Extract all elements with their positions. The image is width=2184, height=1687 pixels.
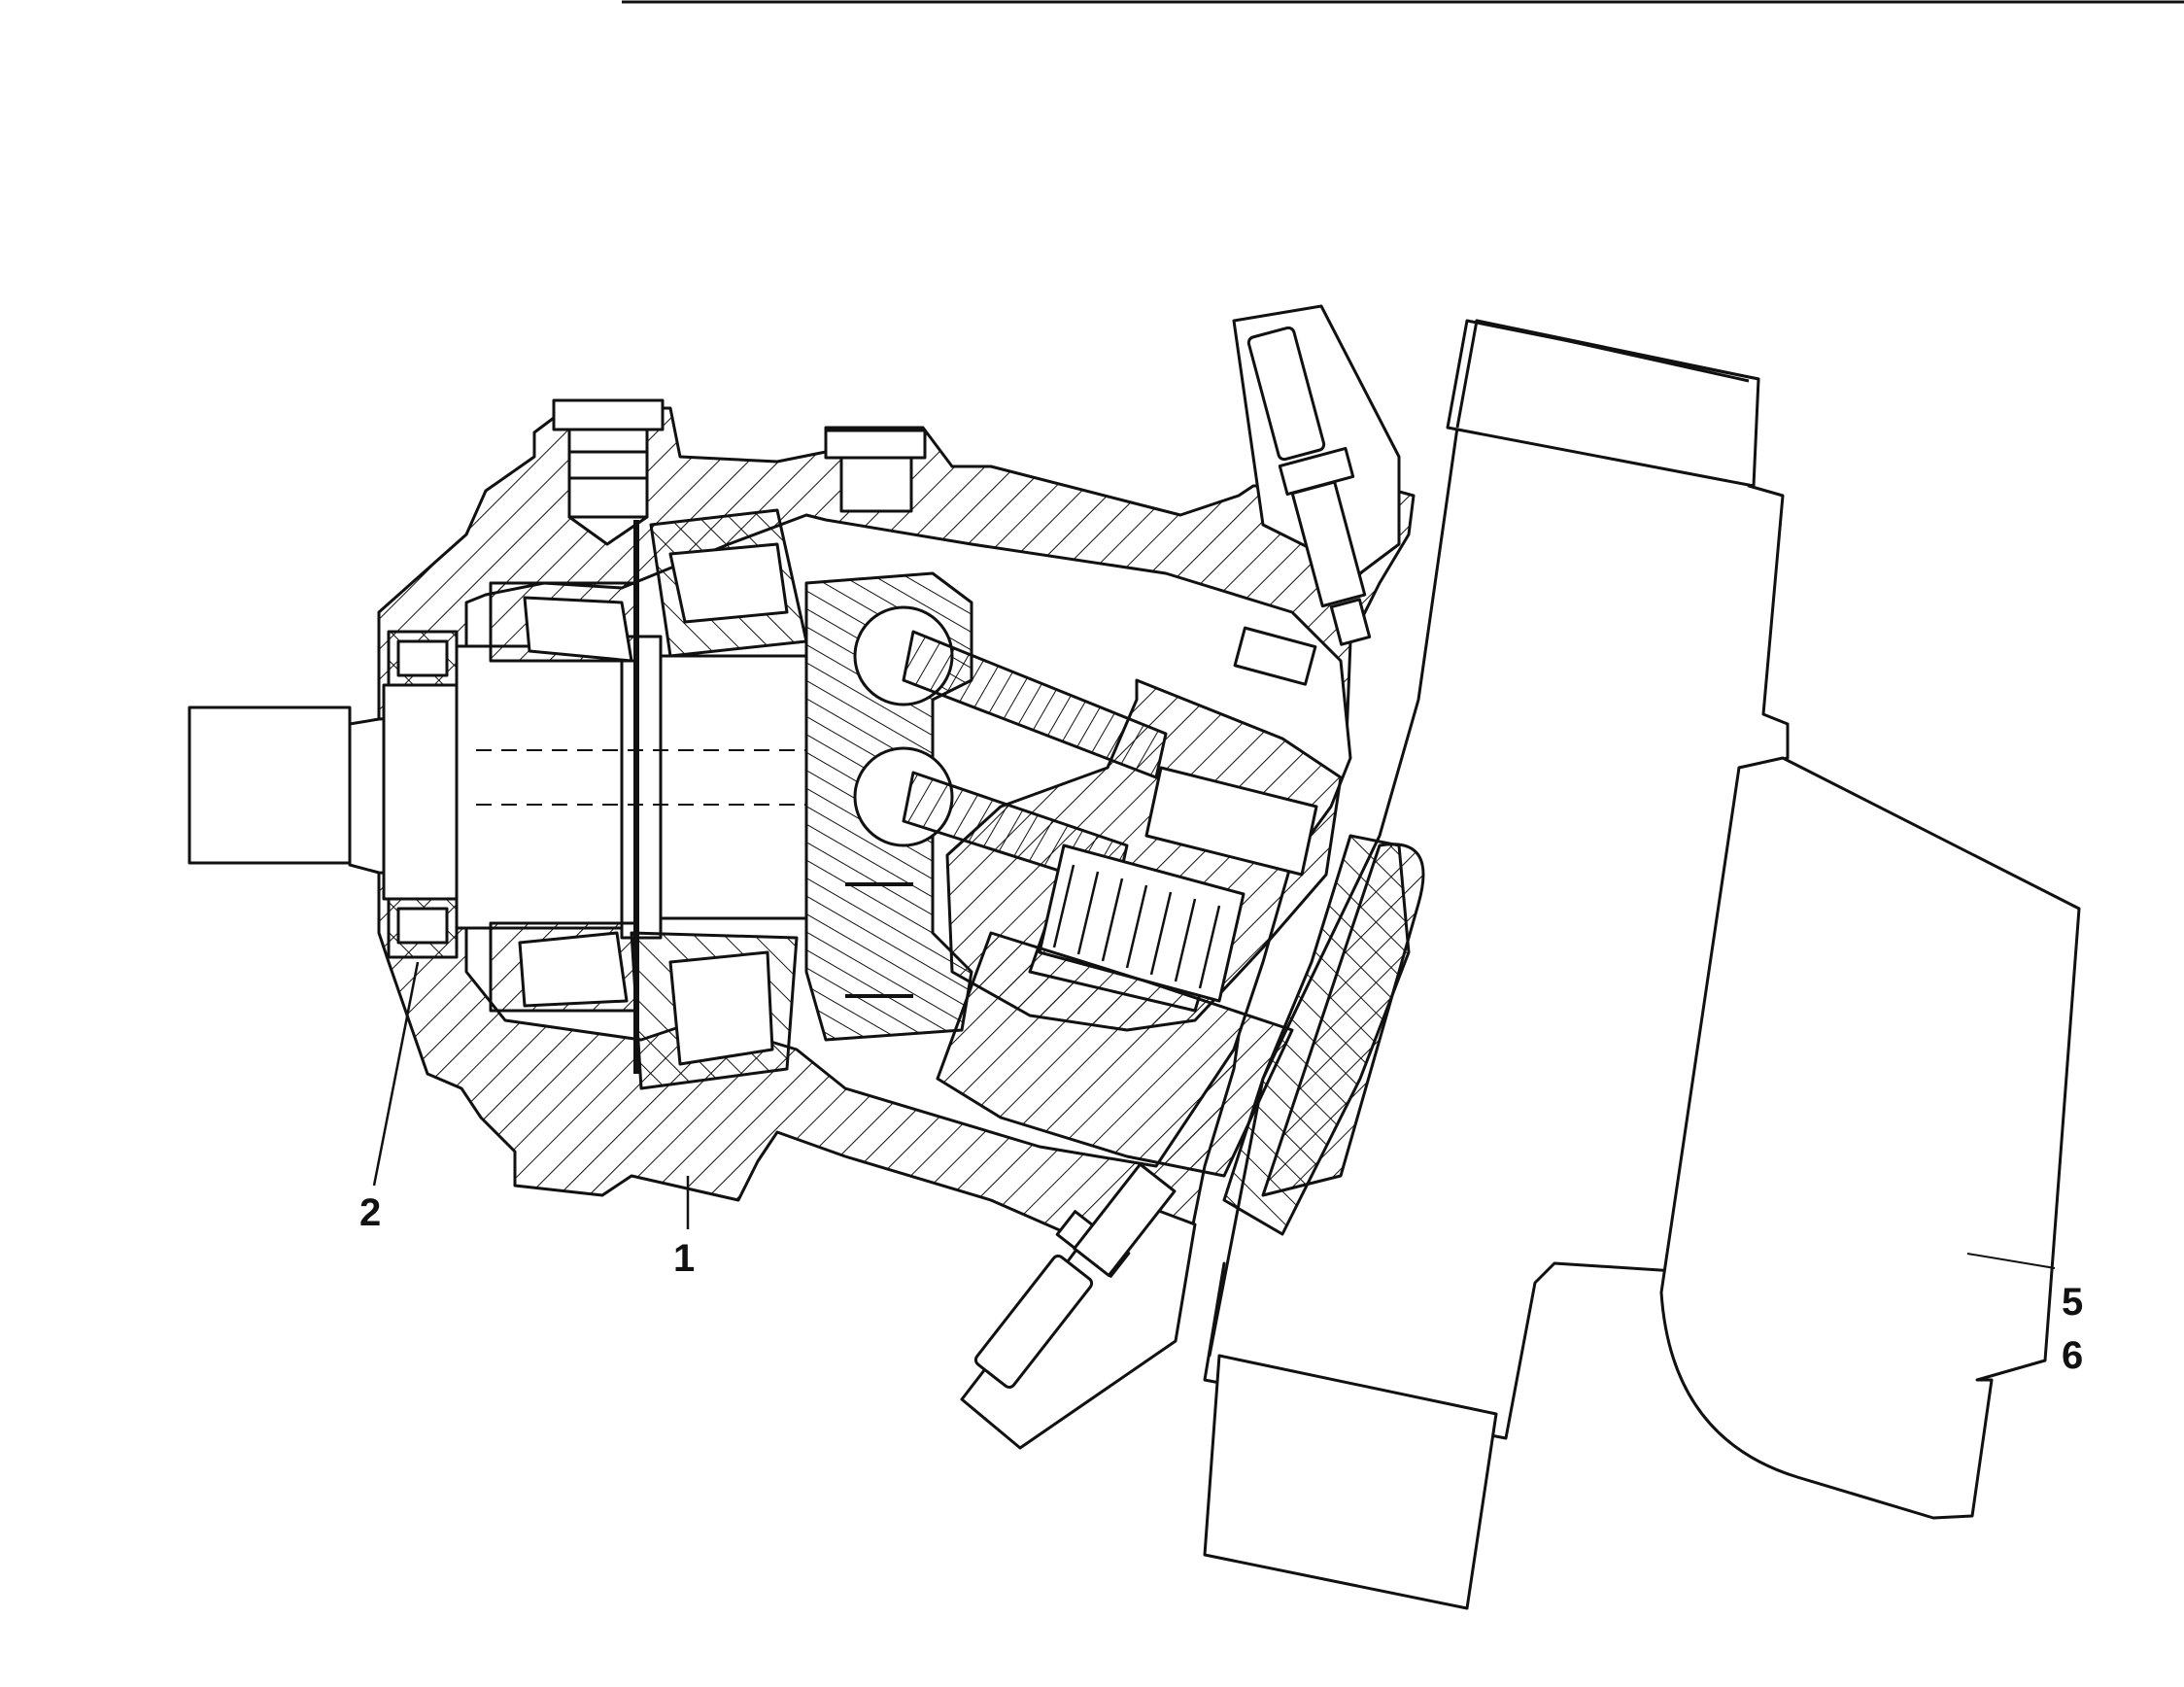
housing-slot (1233, 626, 1317, 686)
roller-bearing-front (489, 581, 638, 1013)
callout-2: 2 (359, 1191, 382, 1234)
shaft-seal (387, 630, 459, 959)
leader-line-2 (372, 961, 420, 1187)
port-block (1203, 319, 2081, 1610)
roller-bearing-rear (630, 508, 808, 1090)
callout-5: 5 (2062, 1281, 2084, 1324)
cylinder-block (945, 678, 1343, 1032)
housing-bolt-upper-left (552, 398, 665, 546)
stop-screw-lower (960, 1162, 1197, 1450)
housing-bolt-upper-center (824, 429, 927, 513)
valve-plate (1222, 834, 1425, 1236)
callout-6: 6 (2062, 1334, 2084, 1377)
drive-shaft (188, 635, 808, 940)
cylinder-block-lower (936, 931, 1294, 1178)
callout-1: 1 (673, 1237, 696, 1280)
stop-screw-upper (1232, 304, 1401, 646)
